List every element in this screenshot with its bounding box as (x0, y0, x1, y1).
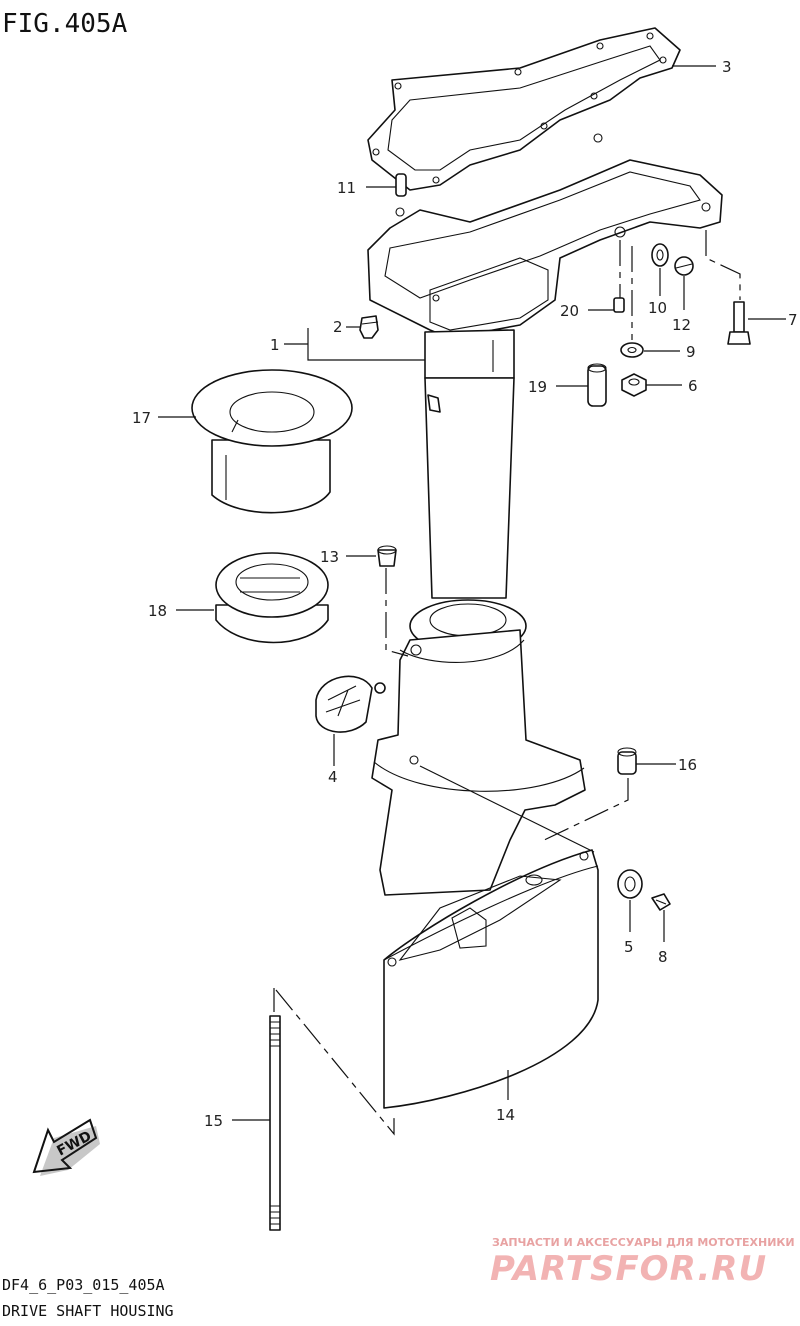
dash-16 (539, 778, 629, 843)
part-13-grommet[interactable] (377, 545, 397, 567)
fwd-arrow: FWD (32, 1118, 100, 1176)
callout-3[interactable]: 3 (722, 58, 732, 76)
part-17-bushing[interactable] (191, 369, 353, 514)
figure-title: FIG.405A (2, 9, 128, 39)
part-11-dowel-pin[interactable] (395, 173, 407, 197)
callout-12[interactable]: 12 (672, 316, 691, 334)
part-1-housing-upper[interactable] (367, 133, 723, 599)
part-7-bolt[interactable] (727, 301, 751, 345)
leader-5-line (419, 765, 595, 853)
callout-8[interactable]: 8 (658, 948, 668, 966)
leader-1 (307, 328, 425, 361)
callout-11[interactable]: 11 (337, 179, 356, 197)
part-5-bushing[interactable] (617, 869, 643, 899)
part-19-sleeve[interactable] (587, 363, 607, 407)
part-18-mount-rubber[interactable] (215, 552, 329, 644)
part-9-seal-washer[interactable] (620, 342, 644, 358)
part-6-nut[interactable] (621, 373, 647, 397)
callout-7[interactable]: 7 (788, 311, 798, 329)
part-20-screw[interactable] (613, 297, 625, 313)
callout-13[interactable]: 13 (320, 548, 339, 566)
dash-15 (273, 988, 395, 1136)
callout-14[interactable]: 14 (496, 1106, 515, 1124)
callout-16[interactable]: 16 (678, 756, 697, 774)
part-10-washer[interactable] (651, 243, 669, 267)
part-14-lower-cover[interactable] (383, 849, 599, 1109)
part-16-collar[interactable] (617, 747, 637, 775)
callout-10[interactable]: 10 (648, 299, 667, 317)
part-3-gasket[interactable] (367, 27, 681, 191)
dash-7 (705, 230, 741, 300)
dash-13 (385, 568, 409, 657)
part-8-screw[interactable] (651, 893, 671, 911)
callout-19[interactable]: 19 (528, 378, 547, 396)
callout-6[interactable]: 6 (688, 377, 698, 395)
callout-20[interactable]: 20 (560, 302, 579, 320)
callout-5[interactable]: 5 (624, 938, 634, 956)
part-15-stud-bolt[interactable] (269, 1015, 281, 1231)
figure-name: DRIVE SHAFT HOUSING (2, 1302, 174, 1320)
callout-1[interactable]: 1 (270, 336, 280, 354)
callout-15[interactable]: 15 (204, 1112, 223, 1130)
part-1-housing-lower[interactable] (371, 599, 586, 896)
callout-17[interactable]: 17 (132, 409, 151, 427)
figure-code: DF4_6_P03_015_405A (2, 1276, 165, 1294)
watermark-tagline: ЗАПЧАСТИ И АКСЕССУАРЫ ДЛЯ МОТОТЕХНИКИ (492, 1236, 795, 1249)
callout-4[interactable]: 4 (328, 768, 338, 786)
callout-9[interactable]: 9 (686, 343, 696, 361)
part-4-cover[interactable] (315, 675, 386, 733)
part-12-plug[interactable] (674, 256, 694, 276)
watermark-brand: PARTSFOR.RU (490, 1249, 767, 1289)
callout-18[interactable]: 18 (148, 602, 167, 620)
part-2-grease-nipple[interactable] (359, 315, 379, 339)
callout-2[interactable]: 2 (333, 318, 343, 336)
